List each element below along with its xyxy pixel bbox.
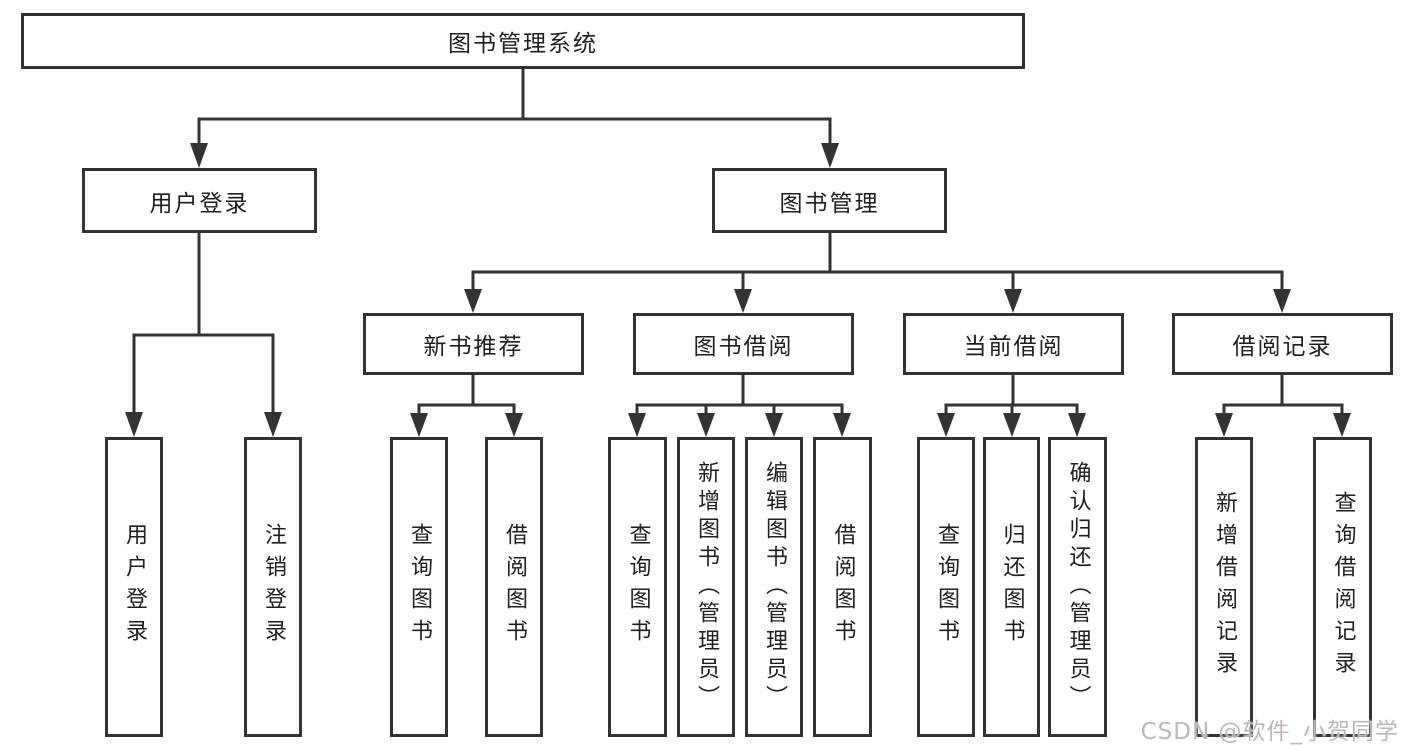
arrow-head <box>190 143 208 168</box>
leaf-current-query: 查询图书 <box>917 437 975 737</box>
leaf-borrow-edit-label: 编辑图书（管理员） <box>762 461 787 713</box>
node-root-label: 图书管理系统 <box>448 31 598 57</box>
connector-currentborrow-to-leaves <box>937 375 1086 437</box>
leaf-current-return-label: 归还图书 <box>999 523 1025 651</box>
leaf-borrow-query: 查询图书 <box>608 437 667 737</box>
node-borrow-records: 借阅记录 <box>1172 313 1393 375</box>
arrow-head <box>697 413 715 437</box>
arrow-head <box>1003 413 1021 437</box>
arrow-head <box>734 289 752 313</box>
arrow-head <box>464 289 482 313</box>
leaf-borrow-query-label: 查询图书 <box>625 523 651 651</box>
arrow-head <box>125 412 143 437</box>
arrow-head <box>937 413 955 437</box>
leaf-user-login: 用户登录 <box>105 437 163 737</box>
arrow-head <box>1068 413 1086 437</box>
leaf-current-confirm-label: 确认归还（管理员） <box>1065 461 1091 713</box>
leaf-logout-label: 注销登录 <box>261 523 286 651</box>
connector-newbooks-to-leaves <box>410 375 523 437</box>
leaf-records-add-label: 新增借阅记录 <box>1212 491 1237 683</box>
leaf-records-query-label: 查询借阅记录 <box>1330 491 1356 683</box>
arrow-head <box>1004 289 1022 313</box>
leaf-borrow-borrow: 借阅图书 <box>813 437 872 737</box>
leaf-current-confirm: 确认归还（管理员） <box>1048 437 1107 737</box>
connector-bookborrow-to-leaves <box>628 375 851 437</box>
arrow-head <box>505 413 523 437</box>
leaf-user-login-label: 用户登录 <box>122 523 147 651</box>
csdn-watermark: CSDN @软件_小贺同学 <box>1140 719 1399 745</box>
leaf-logout: 注销登录 <box>244 437 302 737</box>
leaf-current-return: 归还图书 <box>983 437 1040 737</box>
leaf-records-query: 查询借阅记录 <box>1313 437 1372 737</box>
arrow-head <box>1333 413 1351 437</box>
node-user-login: 用户登录 <box>82 168 317 233</box>
leaf-newbooks-borrow: 借阅图书 <box>485 437 543 737</box>
node-current-borrow: 当前借阅 <box>903 313 1124 375</box>
arrow-head <box>821 143 839 168</box>
node-new-books: 新书推荐 <box>363 313 584 375</box>
node-book-borrow: 图书借阅 <box>633 313 854 375</box>
leaf-borrow-add-label: 新增图书（管理员） <box>694 461 719 713</box>
node-current-borrow-label: 当前借阅 <box>963 334 1064 360</box>
leaf-newbooks-borrow-label: 借阅图书 <box>502 523 527 651</box>
leaf-newbooks-query-label: 查询图书 <box>407 523 432 651</box>
arrow-head <box>264 412 282 437</box>
node-user-login-label: 用户登录 <box>149 190 250 217</box>
node-borrow-records-label: 借阅记录 <box>1232 334 1333 360</box>
arrow-head <box>1215 413 1233 437</box>
node-root: 图书管理系统 <box>21 13 1025 69</box>
arrow-head <box>833 413 851 437</box>
leaf-records-add: 新增借阅记录 <box>1195 437 1253 737</box>
connector-bookmgmt-to-level3 <box>464 233 1291 313</box>
leaf-current-query-label: 查询图书 <box>934 523 959 651</box>
node-book-borrow-label: 图书借阅 <box>693 334 794 360</box>
connector-root-to-level2 <box>190 69 839 168</box>
leaf-borrow-borrow-label: 借阅图书 <box>830 523 856 651</box>
leaf-newbooks-query: 查询图书 <box>390 437 448 737</box>
connector-userlogin-to-leaves <box>125 233 282 437</box>
arrow-head <box>410 413 428 437</box>
node-book-mgmt: 图书管理 <box>712 168 947 233</box>
arrow-head <box>628 413 646 437</box>
connector-borrowrecords-to-leaves <box>1215 375 1351 437</box>
node-book-mgmt-label: 图书管理 <box>779 190 880 217</box>
leaf-borrow-add: 新增图书（管理员） <box>677 437 735 737</box>
leaf-borrow-edit: 编辑图书（管理员） <box>745 437 803 737</box>
arrow-head <box>1273 289 1291 313</box>
arrow-head <box>765 413 783 437</box>
node-new-books-label: 新书推荐 <box>423 334 524 360</box>
